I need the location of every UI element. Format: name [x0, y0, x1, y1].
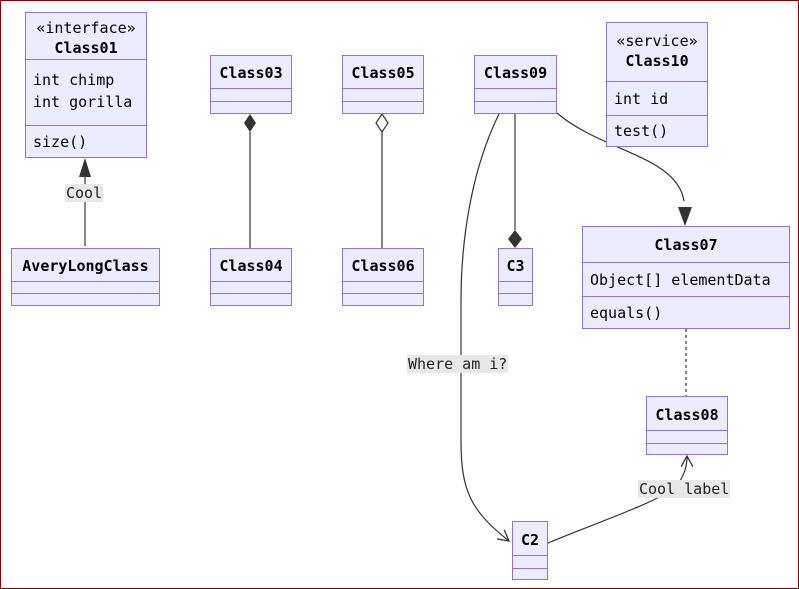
inheritance-arrowhead: [79, 158, 91, 177]
class08-header: Class08: [647, 397, 727, 430]
c2-header: C2: [513, 522, 547, 555]
class03-name: Class03: [219, 64, 283, 82]
association-arrowhead: [678, 207, 692, 226]
averylongclass-methods: [12, 293, 159, 305]
class06-name: Class06: [351, 257, 415, 275]
class04-methods: [211, 293, 291, 305]
averylongclass-box[interactable]: AveryLongClass: [11, 248, 160, 306]
class09-name: Class09: [483, 64, 548, 82]
class07-header: Class07: [583, 227, 789, 262]
class07-attribute: Object[] elementData: [590, 271, 771, 289]
class10-method: test(): [614, 122, 669, 140]
class05-name: Class05: [351, 64, 415, 82]
class08-methods: [647, 443, 727, 454]
class10-box[interactable]: «service» Class10 int id test(): [606, 22, 708, 147]
composition-diamond-c3: [508, 230, 522, 248]
class03-methods: [211, 101, 291, 113]
aggregation-diamond: [375, 112, 389, 134]
edge-label-cool-label: Cool label: [638, 480, 731, 498]
class01-method: size(): [33, 133, 88, 151]
class06-box[interactable]: Class06: [342, 248, 424, 306]
class10-attributes: int id: [607, 81, 707, 115]
c2-box[interactable]: C2: [512, 521, 548, 580]
class03-attributes: [211, 88, 291, 101]
c3-name: C3: [506, 257, 525, 275]
averylongclass-name: AveryLongClass: [22, 257, 149, 275]
class06-attributes: [343, 281, 423, 293]
edge-class09-class07: [556, 112, 685, 202]
class09-methods: [475, 101, 556, 113]
c3-methods: [499, 293, 532, 305]
class08-name: Class08: [655, 406, 719, 424]
class04-attributes: [211, 281, 291, 293]
c3-attributes: [499, 281, 532, 293]
class07-methods: equals(): [583, 296, 789, 328]
averylongclass-attributes: [12, 281, 159, 293]
class08-box[interactable]: Class08: [646, 396, 728, 455]
class08-attributes: [647, 430, 727, 443]
class07-method: equals(): [590, 304, 663, 322]
edge-class09-c2: [460, 113, 509, 541]
class01-attribute: int gorilla: [33, 93, 133, 111]
class01-stereotype: «interface»: [36, 19, 136, 37]
class04-header: Class04: [211, 249, 291, 281]
class01-name: Class01: [54, 39, 118, 57]
edge-label-cool: Cool: [65, 184, 104, 202]
averylongclass-header: AveryLongClass: [12, 249, 159, 281]
composition-diamond: [244, 114, 256, 132]
class01-attribute: int chimp: [33, 71, 115, 89]
class03-header: Class03: [211, 56, 291, 88]
class10-stereotype: «service»: [616, 32, 698, 50]
class04-name: Class04: [219, 257, 283, 275]
class04-box[interactable]: Class04: [210, 248, 292, 306]
class10-methods: test(): [607, 115, 707, 146]
class05-header: Class05: [343, 56, 423, 88]
c2-methods: [513, 568, 547, 579]
class09-box[interactable]: Class09: [474, 55, 557, 114]
class05-box[interactable]: Class05: [342, 55, 424, 114]
class10-attribute: int id: [614, 90, 669, 108]
class07-name: Class07: [654, 236, 718, 254]
c3-header: C3: [499, 249, 532, 281]
class07-box[interactable]: Class07 Object[] elementData equals(): [582, 226, 790, 329]
class09-attributes: [475, 88, 556, 101]
class01-header: «interface» Class01: [26, 13, 146, 59]
class03-box[interactable]: Class03: [210, 55, 292, 114]
c2-name: C2: [520, 531, 540, 549]
class01-box[interactable]: «interface» Class01 int chimp int gorill…: [25, 12, 147, 158]
class05-methods: [343, 101, 423, 113]
edge-label-where-am-i: Where am i?: [407, 355, 509, 373]
c3-box[interactable]: C3: [498, 248, 533, 306]
class01-attributes: int chimp int gorilla: [26, 59, 146, 125]
c2-attributes: [513, 555, 547, 568]
edge-class08-c2: [548, 456, 687, 543]
class05-attributes: [343, 88, 423, 101]
class10-header: «service» Class10: [607, 23, 707, 81]
class07-attributes: Object[] elementData: [583, 262, 789, 296]
class06-header: Class06: [343, 249, 423, 281]
class10-name: Class10: [625, 52, 689, 70]
class01-methods: size(): [26, 125, 146, 157]
class09-header: Class09: [475, 56, 556, 88]
class06-methods: [343, 293, 423, 305]
